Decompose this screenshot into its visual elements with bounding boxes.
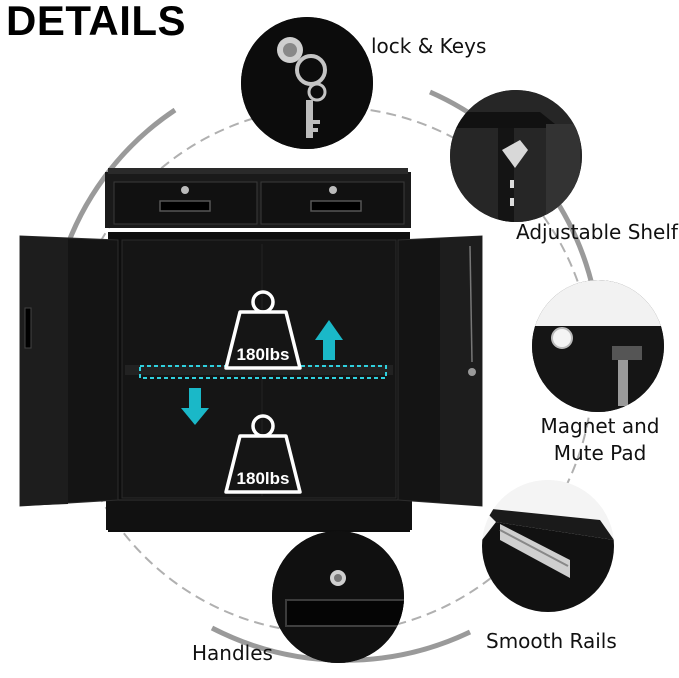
weight-label-upper: 180lbs [237,345,290,364]
label-magnet-mute-pad: Magnet and Mute Pad [538,413,662,467]
detail-smooth-rails [482,480,614,612]
detail-adjustable-shelf [450,90,582,222]
down-arrow-icon [181,388,209,425]
detail-handles [272,531,404,663]
weight-icon-upper [224,290,302,370]
up-arrow-icon [315,320,343,360]
detail-lock-keys [241,17,373,149]
page-title: DETAILS [6,0,187,44]
weight-icon-lower [224,414,302,494]
label-handles: Handles [192,641,273,665]
label-magnet-line2: Mute Pad [553,441,647,465]
weight-label-lower: 180lbs [237,469,290,488]
label-smooth-rails: Smooth Rails [486,629,617,653]
label-lock-keys: lock & Keys [371,34,487,58]
label-magnet-line1: Magnet and [540,414,660,438]
label-adjustable-shelf: Adjustable Shelf [516,220,678,244]
detail-magnet-mute-pad [532,280,664,412]
